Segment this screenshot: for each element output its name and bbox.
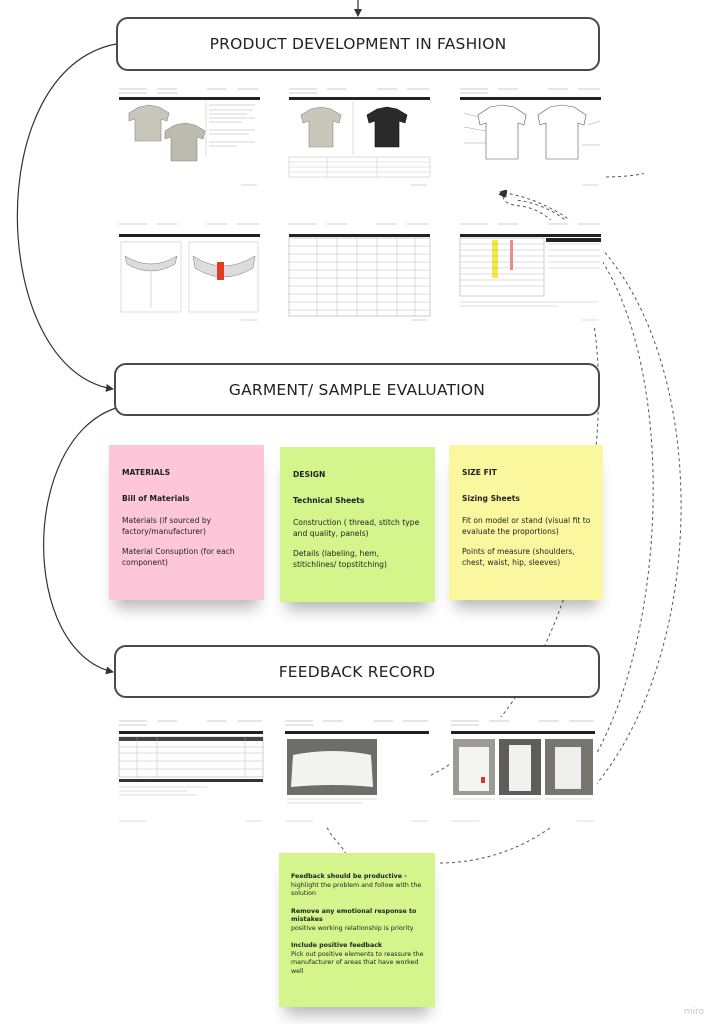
sticky-note-size-fit: SIZE FIT Sizing Sheets Fit on model or s… bbox=[449, 445, 603, 600]
note-subtitle: Technical Sheets bbox=[293, 495, 365, 505]
feedback-record-box: FEEDBACK RECORD bbox=[114, 645, 600, 698]
feedback-sheet-thumbnail bbox=[449, 717, 597, 827]
sticky-note-feedback: Feedback should be productive -highlight… bbox=[279, 853, 435, 1007]
feedback-heading: Include positive feedback bbox=[291, 942, 383, 949]
garment-evaluation-box: GARMENT/ SAMPLE EVALUATION bbox=[114, 363, 600, 416]
garment-evaluation-label: GARMENT/ SAMPLE EVALUATION bbox=[228, 380, 486, 399]
note-text: Construction ( thread, stitch type and q… bbox=[293, 518, 420, 538]
spec-sheet-thumbnail bbox=[287, 85, 432, 190]
note-text: Materials (if sourced by factory/manufac… bbox=[122, 516, 212, 536]
arrow-to-feedback bbox=[43, 407, 117, 675]
note-text: Points of measure (shoulders, chest, wai… bbox=[462, 547, 575, 567]
feedback-sheet-thumbnail bbox=[117, 717, 265, 827]
note-text: Material Consuption (for each component) bbox=[122, 547, 235, 567]
dashed-from-feedback-sheet bbox=[324, 821, 347, 859]
spec-sheet-thumbnail bbox=[287, 220, 432, 325]
spec-sheet-thumbnail bbox=[117, 220, 262, 325]
product-development-label: PRODUCT DEVELOPMENT IN FASHION bbox=[209, 35, 507, 53]
product-development-box: PRODUCT DEVELOPMENT IN FASHION bbox=[116, 17, 600, 71]
note-title: SIZE FIT bbox=[462, 468, 497, 477]
feedback-body: highlight the problem and follow with th… bbox=[291, 881, 422, 898]
spec-sheet-thumbnail bbox=[458, 85, 603, 190]
feedback-body: Pick out positive elements to reassure t… bbox=[291, 950, 424, 975]
note-subtitle: Sizing Sheets bbox=[462, 493, 520, 503]
feedback-heading: Feedback should be productive - bbox=[291, 873, 407, 880]
spec-sheet-thumbnail bbox=[117, 85, 262, 190]
feedback-point: Remove any emotional response to mistake… bbox=[291, 908, 425, 934]
feedback-body: positive working relationship is priorit… bbox=[291, 924, 414, 932]
feedback-record-label: FEEDBACK RECORD bbox=[278, 662, 436, 681]
arrow-to-evaluation bbox=[16, 43, 117, 392]
note-text: Fit on model or stand (visual fit to eva… bbox=[462, 516, 591, 536]
note-title: DESIGN bbox=[293, 470, 326, 479]
note-text: Details (labeling, hem, stitichlines/ to… bbox=[293, 549, 387, 569]
feedback-point: Feedback should be productive -highlight… bbox=[291, 873, 425, 899]
sticky-note-materials: MATERIALS Bill of Materials Materials (i… bbox=[109, 445, 264, 600]
feedback-sheet-thumbnail bbox=[283, 717, 431, 827]
note-title: MATERIALS bbox=[122, 468, 171, 477]
note-subtitle: Bill of Materials bbox=[122, 493, 190, 503]
miro-watermark: miro bbox=[683, 1007, 704, 1017]
sticky-note-design: DESIGN Technical Sheets Construction ( t… bbox=[280, 447, 435, 602]
spec-sheet-thumbnail bbox=[458, 220, 603, 325]
feedback-heading: Remove any emotional response to mistake… bbox=[291, 907, 417, 924]
